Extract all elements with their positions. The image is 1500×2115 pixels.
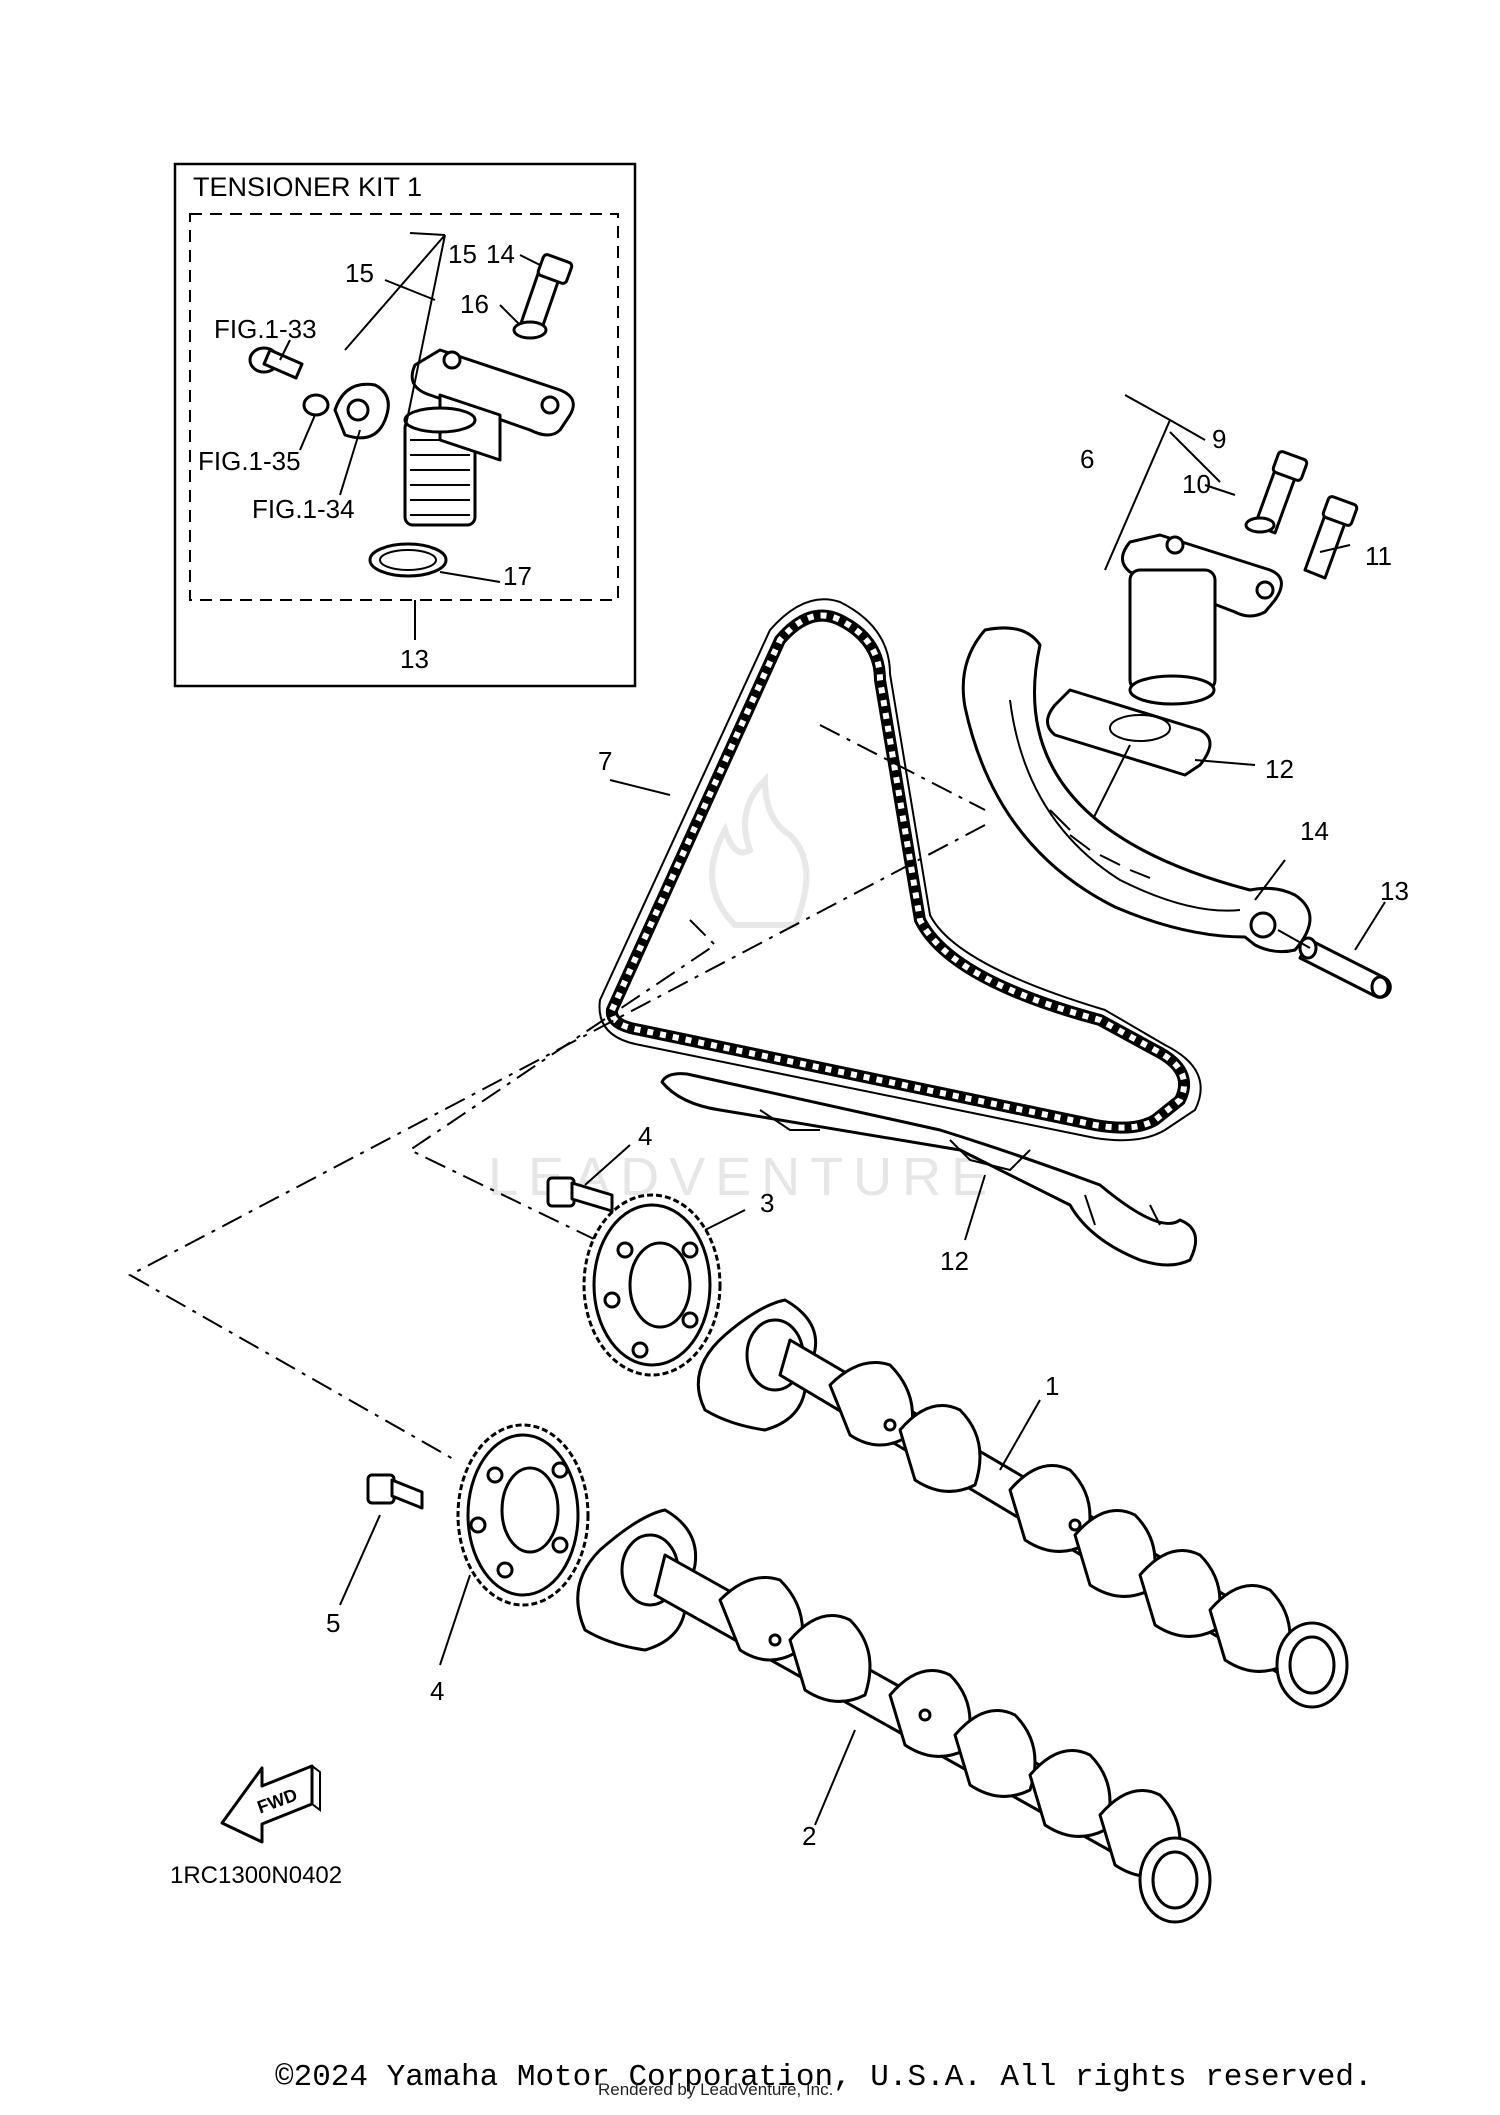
fig-1-33-label: FIG.1-33 — [214, 314, 317, 344]
callout-15: 15 — [345, 258, 374, 288]
callout-13: 13 — [1380, 876, 1409, 906]
callout-4-lower: 5 — [326, 1608, 340, 1638]
rendered-by-credit: Rendered by LeadVenture, Inc. — [598, 2080, 834, 2099]
chain-guide-12 — [961, 626, 1312, 954]
camshaft-2 — [576, 1508, 1212, 1924]
bolt-16 — [518, 253, 574, 336]
cam-chain-5 — [598, 598, 1202, 1142]
copyright-notice: ©2024 Yamaha Motor Corporation, U.S.A. A… — [275, 2060, 1373, 2095]
camshaft-1 — [696, 1298, 1349, 1709]
callout-14: 13 — [400, 644, 429, 674]
callout-17: 16 — [460, 289, 489, 319]
callout-15-label: 15 — [448, 239, 477, 269]
tensioner-assembly-kit — [403, 348, 575, 527]
callout-3-upper: 3 — [760, 1188, 774, 1218]
callout-8: 10 — [1182, 469, 1211, 499]
callout-12: 14 — [1300, 816, 1329, 846]
washer-fig-1-35 — [302, 393, 330, 417]
callout-18: 17 — [503, 561, 532, 591]
gasket-18 — [368, 542, 448, 578]
chain-guide-11 — [660, 1072, 1198, 1267]
pin-13 — [1298, 936, 1392, 999]
fig-1-34-label: FIG.1-34 — [252, 494, 355, 524]
callout-1: 1 — [1045, 1371, 1059, 1401]
washer-8 — [1244, 516, 1276, 534]
tensioner-kit-title: TENSIONER KIT 1 — [193, 172, 422, 202]
bolt-lower-4 — [366, 1473, 424, 1510]
callout-16: 14 — [486, 239, 515, 269]
callout-9: 12 — [1265, 754, 1294, 784]
callout-4-upper: 4 — [638, 1121, 652, 1151]
fig-1-35-label: FIG.1-35 — [198, 446, 301, 476]
callout-10: 11 — [1365, 541, 1392, 571]
bolt-10 — [1303, 495, 1359, 580]
cap-fig-1-34 — [333, 382, 390, 440]
gasket-9 — [1046, 688, 1212, 777]
callout-7: 9 — [1212, 424, 1226, 454]
sprocket-lower-3 — [456, 1423, 590, 1607]
callout-11: 12 — [940, 1246, 969, 1276]
sprocket-upper-3 — [582, 1193, 722, 1377]
callout-6: 6 — [1080, 444, 1094, 474]
tensioner-kit-box: TENSIONER KIT 1 — [173, 162, 637, 688]
cam-chain-tensioner — [1046, 394, 1359, 826]
callout-5: 7 — [598, 746, 612, 776]
washer-17 — [512, 320, 548, 340]
callout-3-lower: 4 — [430, 1676, 444, 1706]
callout-2: 2 — [802, 1821, 816, 1851]
fwd-arrow-icon: FWD — [220, 1764, 321, 1844]
diagram-code: 1RC1300N0402 — [170, 1862, 342, 1889]
bolt-upper-4 — [546, 1176, 614, 1213]
bolt-fig-1-33 — [248, 346, 304, 380]
